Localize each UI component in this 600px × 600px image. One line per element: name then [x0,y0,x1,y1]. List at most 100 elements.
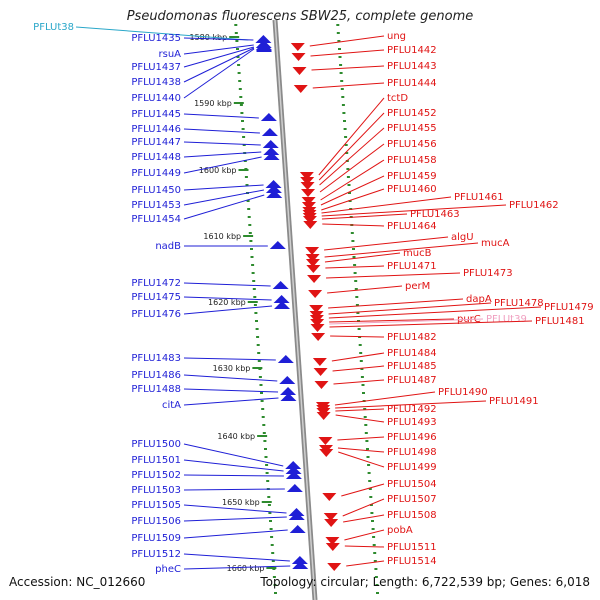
right-track-dot [372,536,376,538]
right-track-dot [336,32,340,34]
gene-arrow-right-strand [300,177,315,185]
left-track-dot [250,248,253,250]
gene-arrow-right-strand [310,324,325,332]
right-track-dot [347,184,351,186]
right-track-dot [365,440,369,442]
left-gene-label: PFLU1505 [131,500,181,511]
right-gene-label: dapA [466,294,492,305]
left-gene-label: PFLU1453 [131,200,181,211]
right-track-dot [366,456,370,458]
right-track-dot [360,376,364,378]
left-track-dot [241,120,244,122]
left-leader-line [183,397,279,406]
left-track-dot [260,392,263,394]
gene-arrow-right-strand [305,259,320,267]
gene-arrow-right-strand [316,412,331,420]
gene-arrow-right-strand [292,67,307,75]
left-track-dot [252,280,256,282]
left-gene-label: PFLU1438 [131,77,181,88]
left-track-dot [264,456,268,458]
gene-arrow-right-strand [308,290,323,298]
right-track-dot [350,232,354,234]
gene-arrow-right-strand [305,254,320,262]
kbp-tick-label: 1660 kbp [227,564,265,573]
left-gene-label: PFLU1502 [131,470,181,481]
gene-arrow-right-strand [324,519,339,527]
left-gene-label: PFLU1472 [131,278,181,289]
gene-arrow-right-strand [314,381,329,389]
kbp-tick-label: 1650 kbp [222,498,260,507]
left-track-dot [234,32,238,34]
right-gene-label: PFLU1504 [387,479,437,490]
left-track-dot [256,336,260,338]
gene-arrow-left-strand [277,355,294,363]
right-track-dot [364,432,368,434]
left-track-dot [274,592,277,594]
right-track-dot [364,424,368,426]
left-track-dot [237,72,241,74]
right-leader-line [329,318,455,323]
gene-arrow-right-strand [318,437,333,445]
right-track-dot [368,480,372,482]
right-gene-label: PFLU1508 [387,510,437,521]
left-gene-label: PFLU1488 [131,384,181,395]
left-gene-label: PFLU1486 [131,370,181,381]
right-track-dot [373,552,377,554]
gene-arrow-left-strand [274,301,291,309]
right-gene-label: algU [451,232,474,243]
right-gene-label: ung [387,31,406,42]
right-gene-label: PFLU1458 [387,155,437,166]
left-gene-label: PFLU1449 [131,168,181,179]
right-track-dot [370,512,374,514]
left-track-dot [271,552,275,554]
left-leader-line [183,516,287,522]
right-leader-line [343,514,385,523]
left-track-dot [235,40,239,42]
gene-arrow-left-strand [280,393,297,401]
right-leader-line [325,265,385,269]
right-track-dot [338,56,342,58]
right-track-dot [346,176,350,178]
right-track-dot [355,296,359,298]
left-leader-line [183,47,255,83]
left-track-dot [269,528,273,530]
left-track-dot [255,320,258,322]
right-leader-line [332,365,385,372]
right-track-dot [366,448,369,450]
left-gene-label: PFLUt38 [33,22,74,33]
gene-arrow-right-strand [319,449,334,457]
left-gene-label: PFLU1446 [131,124,181,135]
left-leader-line [183,141,261,146]
kbp-tick-label: 1640 kbp [217,432,255,441]
left-track-dot [263,440,267,442]
kbp-tick-label: 1590 kbp [194,99,232,108]
left-leader-line [183,305,273,315]
gene-arrow-left-strand [288,512,305,520]
left-track-dot [269,520,272,522]
left-track-dot [273,584,277,586]
right-leader-line [310,49,385,57]
right-track-dot [352,248,355,250]
right-leader-line [321,213,408,220]
left-track-dot [258,376,262,378]
right-leader-line [329,320,533,328]
right-gene-label: PFLU1490 [438,387,488,398]
right-gene-label: PFLU1460 [387,184,437,195]
left-track-dot [236,48,239,50]
gene-arrow-right-strand [290,43,305,51]
right-gene-label: PFLU1507 [387,494,437,505]
right-gene-label: tctD [387,93,408,104]
left-leader-line [183,296,272,301]
gene-arrow-left-strand [291,556,308,564]
left-track-dot [267,504,271,506]
gene-arrow-right-strand [311,333,326,341]
right-gene-label: PFLU1452 [387,108,437,119]
gene-arrow-left-strand [260,113,277,121]
right-track-dot [361,384,365,386]
left-leader-line [183,128,260,134]
left-track-dot [236,56,240,58]
left-gene-label: PFLU1435 [131,33,181,44]
left-track-dot [245,184,249,186]
